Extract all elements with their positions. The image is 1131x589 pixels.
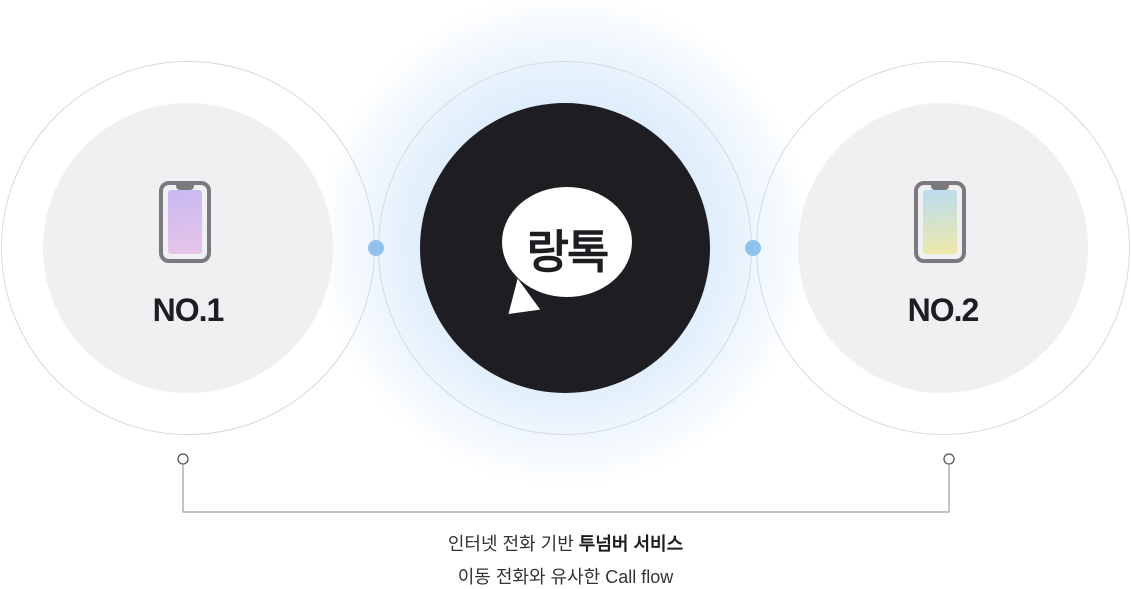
- node-label-no1: NO.1: [152, 292, 225, 328]
- brand-label: 랑톡: [526, 226, 610, 278]
- connector-dot-left: [368, 240, 384, 256]
- caption-line-2: 이동 전화와 유사한 Call flow: [457, 567, 674, 587]
- connector-dot-right: [745, 240, 761, 256]
- bracket-endpoint-right: [943, 453, 955, 465]
- caption-line-1: 인터넷 전화 기반 투넘버 서비스: [0, 530, 1131, 556]
- smartphone-icon: [159, 181, 211, 263]
- bracket-endpoint-left: [177, 453, 189, 465]
- node-label-no2: NO.2: [907, 292, 980, 328]
- caption-bold: 투넘버 서비스: [578, 534, 684, 554]
- caption-regular: 인터넷 전화 기반: [447, 534, 579, 554]
- smartphone-icon: [914, 181, 966, 263]
- speech-bubble-icon: [502, 187, 632, 297]
